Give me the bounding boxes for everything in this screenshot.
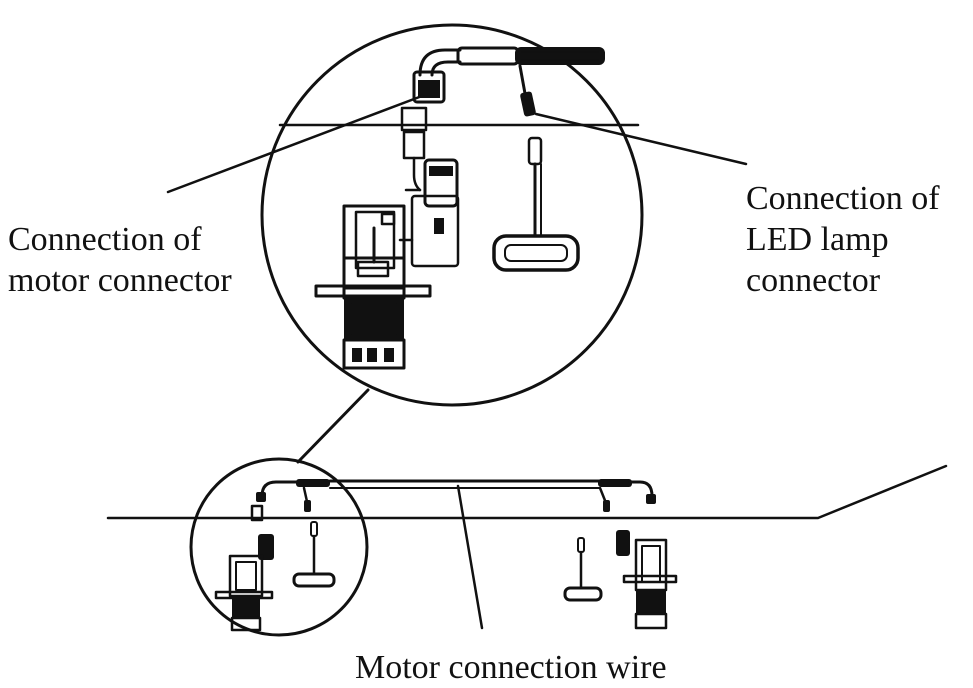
zoom-connector-line bbox=[296, 388, 370, 464]
motor-connector-label: Connection of motor connector bbox=[8, 221, 232, 299]
wire-label: Motor connection wire bbox=[355, 649, 667, 686]
left-led-lamp bbox=[292, 486, 336, 588]
led-connector-label-line2: LED lamp bbox=[746, 221, 889, 258]
right-motor-unit bbox=[616, 530, 678, 630]
led-lamp bbox=[492, 136, 580, 272]
led-connector-label-line3: connector bbox=[746, 262, 881, 299]
motor-connector-plug bbox=[400, 70, 446, 192]
motor-connection-wire bbox=[256, 479, 656, 504]
motor-connector-label-line2: motor connector bbox=[8, 262, 232, 299]
motor-body bbox=[398, 158, 460, 268]
overview bbox=[106, 457, 948, 637]
bracket-unit bbox=[314, 204, 432, 370]
led-lead-plug bbox=[518, 64, 536, 117]
led-connector-label-line1: Connection of bbox=[746, 180, 940, 217]
motor-connector-leader bbox=[166, 94, 424, 194]
wire-leader bbox=[456, 484, 484, 630]
motor-connector-label-line1: Connection of bbox=[8, 221, 202, 258]
led-connector-leader bbox=[534, 112, 748, 166]
cable-sleeve bbox=[515, 47, 605, 65]
zoom-detail bbox=[260, 23, 644, 407]
led-connector-label: Connection of LED lamp connector bbox=[746, 180, 948, 299]
small-zoom-circle bbox=[189, 457, 369, 637]
right-led-lamp bbox=[563, 486, 610, 602]
surface-line bbox=[106, 464, 948, 520]
left-motor-unit bbox=[214, 504, 274, 632]
zoom-circle bbox=[260, 23, 644, 407]
